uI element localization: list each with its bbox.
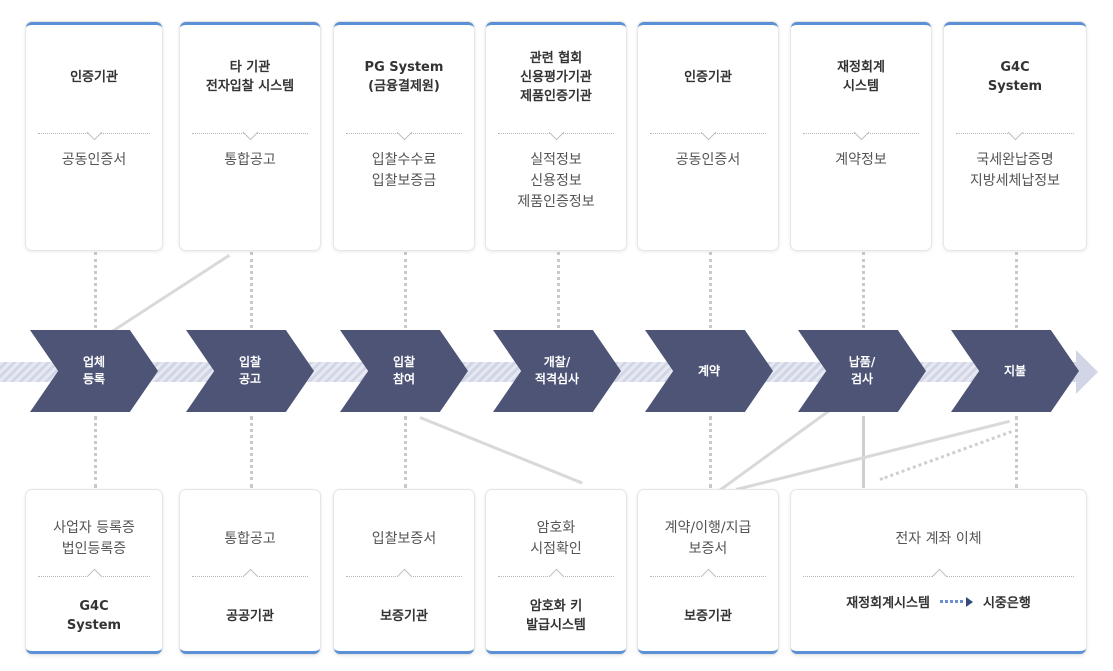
card-title: 보증기관 [380,608,428,624]
flow-arrow-head-icon [1076,350,1098,394]
transfer-source: 재정회계시스템 [846,596,930,611]
connector-line [862,252,865,328]
card-content: 국세완납증명 지방세체납정보 [969,152,1061,189]
step-label: 업체 등록 [82,355,106,386]
connector-line [1015,252,1018,328]
connector-line [709,416,712,488]
connector-line [94,252,97,328]
output-card: 암호화 시점확인 암호화 키 발급시스템 [486,490,626,654]
card-title: G4C System [66,599,122,633]
connector-line [250,252,253,328]
connector-line [404,416,407,488]
card-content: 공동인증서 [675,152,741,168]
step-label: 계약 [697,363,721,378]
card-content: 입찰보증서 [371,530,437,547]
connector-line [862,416,865,488]
connector-line [735,419,1010,491]
card-content: 실적정보 신용정보 제품인증정보 [517,152,595,210]
source-card: 관련 협회 신용평가기관 제품인증기관 실적정보 신용정보 제품인증정보 [486,22,626,250]
card-content: 계약/이행/지급 보증서 [664,520,752,557]
card-content: 통합공고 [224,530,276,547]
connector-line [404,252,407,328]
pointer-notch [1007,124,1024,141]
connector-line [111,253,231,333]
connector-line [1015,416,1018,488]
output-card: 통합공고 공공기관 [180,490,320,654]
card-content: 입찰수수료 입찰보증금 [371,152,437,189]
dotted-arrow-icon [939,596,973,607]
source-card: G4C System 국세완납증명 지방세체납정보 [944,22,1086,250]
card-content: 통합공고 [224,152,276,168]
connector-line [419,416,583,485]
card-title: 인증기관 [70,69,118,85]
connector-line [94,416,97,488]
card-content: 공동인증서 [61,152,127,168]
connector-line [250,416,253,488]
card-content: 암호화 시점확인 [530,520,582,557]
step-label: 지불 [1003,363,1027,378]
step-chevron: 입찰 공고 [186,330,314,412]
pointer-notch [242,124,259,141]
source-card: 타 기관 전자입찰 시스템 통합공고 [180,22,320,250]
step-label: 개찰/ 적격심사 [534,355,580,386]
transfer-row: 재정회계시스템 시중은행 [791,592,1086,611]
pointer-notch [548,124,565,141]
card-title: 인증기관 [684,69,732,85]
card-title: 보증기관 [684,608,732,624]
card-title: 재정회계 시스템 [837,60,885,94]
source-card: 재정회계 시스템 계약정보 [791,22,931,250]
card-title: 공공기관 [226,608,274,624]
pointer-notch [700,124,717,141]
card-content: 사업자 등록증 법인등록증 [53,520,135,557]
card-title: 암호화 키 발급시스템 [526,599,586,633]
pointer-notch [396,124,413,141]
output-card: 사업자 등록증 법인등록증 G4C System [26,490,162,654]
card-title: 관련 협회 신용평가기관 제품인증기관 [520,50,592,104]
payment-card: 전자 계좌 이체 재정회계시스템 시중은행 [791,490,1086,654]
output-card: 입찰보증서 보증기관 [334,490,474,654]
source-card: 인증기관 공동인증서 [638,22,778,250]
transfer-target: 시중은행 [982,596,1031,611]
card-title: PG System (금융결제원) [364,60,444,94]
connector-line [709,252,712,328]
source-card: 인증기관 공동인증서 [26,22,162,250]
step-label: 입찰 참여 [392,355,416,386]
pointer-notch [853,124,870,141]
card-title: G4C System [987,60,1043,94]
card-content: 전자 계좌 이체 [895,530,982,547]
step-label: 납품/ 검사 [848,355,876,386]
step-chevron: 입찰 참여 [340,330,468,412]
card-content: 계약정보 [835,152,887,168]
card-title: 타 기관 전자입찰 시스템 [205,60,295,94]
output-card: 계약/이행/지급 보증서 보증기관 [638,490,778,654]
connector-line [557,252,560,328]
step-label: 입찰 공고 [238,355,262,386]
source-card: PG System (금융결제원) 입찰수수료 입찰보증금 [334,22,474,250]
pointer-notch [86,124,103,141]
